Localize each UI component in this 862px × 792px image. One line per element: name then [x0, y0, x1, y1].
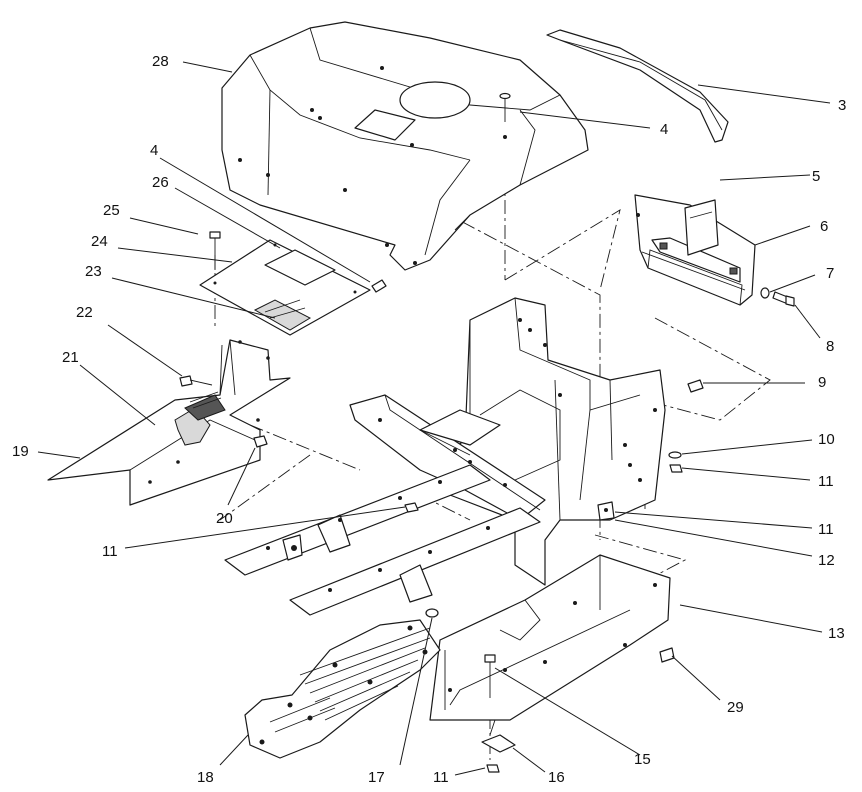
- part-24-cover-plate: [199, 239, 371, 336]
- part-17-plug: [425, 608, 439, 618]
- callout-28: 28: [152, 53, 169, 70]
- callout-3: 3: [838, 97, 846, 114]
- part-10-washer: [668, 451, 682, 459]
- callout-4-top: 4: [660, 121, 668, 138]
- part-18-foot-mat: [244, 619, 441, 759]
- callout-15: 15: [634, 751, 651, 768]
- callout-4-left: 4: [150, 142, 158, 159]
- callout-29: 29: [727, 699, 744, 716]
- part-25-bolt: [209, 231, 221, 270]
- callout-9: 9: [818, 374, 826, 391]
- callout-5: 5: [812, 168, 820, 185]
- callout-11-bottom: 11: [433, 769, 449, 786]
- part-15-bolt: [484, 654, 496, 698]
- part-29-plug: [659, 647, 675, 663]
- leader-lines: [37, 61, 831, 776]
- callout-25: 25: [103, 202, 120, 219]
- part-20-nut: [253, 435, 268, 448]
- lower-rail-upper: [224, 464, 491, 576]
- part-28-fender-hood: [221, 21, 589, 271]
- callout-11-right: 11: [818, 473, 834, 490]
- callout-20: 20: [216, 510, 233, 527]
- callout-12: 12: [818, 552, 835, 569]
- part-9-clip: [687, 379, 704, 393]
- callout-10: 10: [818, 431, 835, 448]
- callout-11-center: 11: [102, 543, 118, 560]
- callout-labels: 28 3 4 4 26 25 24 23 5 6 7 8 22 21 19 20…: [12, 53, 846, 786]
- part-21-left-pan: [47, 339, 291, 506]
- part-5-decal: [684, 199, 719, 256]
- callout-17: 17: [368, 769, 385, 786]
- callout-11-clip: 11: [818, 521, 834, 538]
- lower-rail-lower: [289, 507, 541, 616]
- part-11-nut-right: [669, 464, 683, 473]
- part-12-clip: [597, 501, 615, 521]
- callout-6: 6: [820, 218, 828, 235]
- callout-19: 19: [12, 443, 29, 460]
- part-8-screw: [772, 291, 795, 307]
- part-11-nut-bottom: [486, 764, 500, 773]
- part-4-bolt-side: [371, 279, 387, 293]
- part-4-screw-top: [499, 92, 511, 122]
- callout-23: 23: [85, 263, 102, 280]
- callout-18: 18: [197, 769, 214, 786]
- callout-7: 7: [826, 265, 834, 282]
- part-26-decal: [264, 249, 336, 286]
- cross-frame-rail: [349, 394, 546, 521]
- callout-16: 16: [548, 769, 565, 786]
- part-13-right-pan: [429, 554, 671, 721]
- callout-8: 8: [826, 338, 834, 355]
- part-3-trim-strip: [546, 29, 729, 143]
- part-16-bracket: [481, 719, 516, 753]
- callout-21: 21: [62, 349, 79, 366]
- callout-26: 26: [152, 174, 169, 191]
- callout-24: 24: [91, 233, 108, 250]
- callout-22: 22: [76, 304, 93, 321]
- part-7-washer: [760, 287, 770, 299]
- part-22-screw: [179, 375, 213, 387]
- callout-13: 13: [828, 625, 845, 642]
- part-11-nut-center: [404, 502, 419, 513]
